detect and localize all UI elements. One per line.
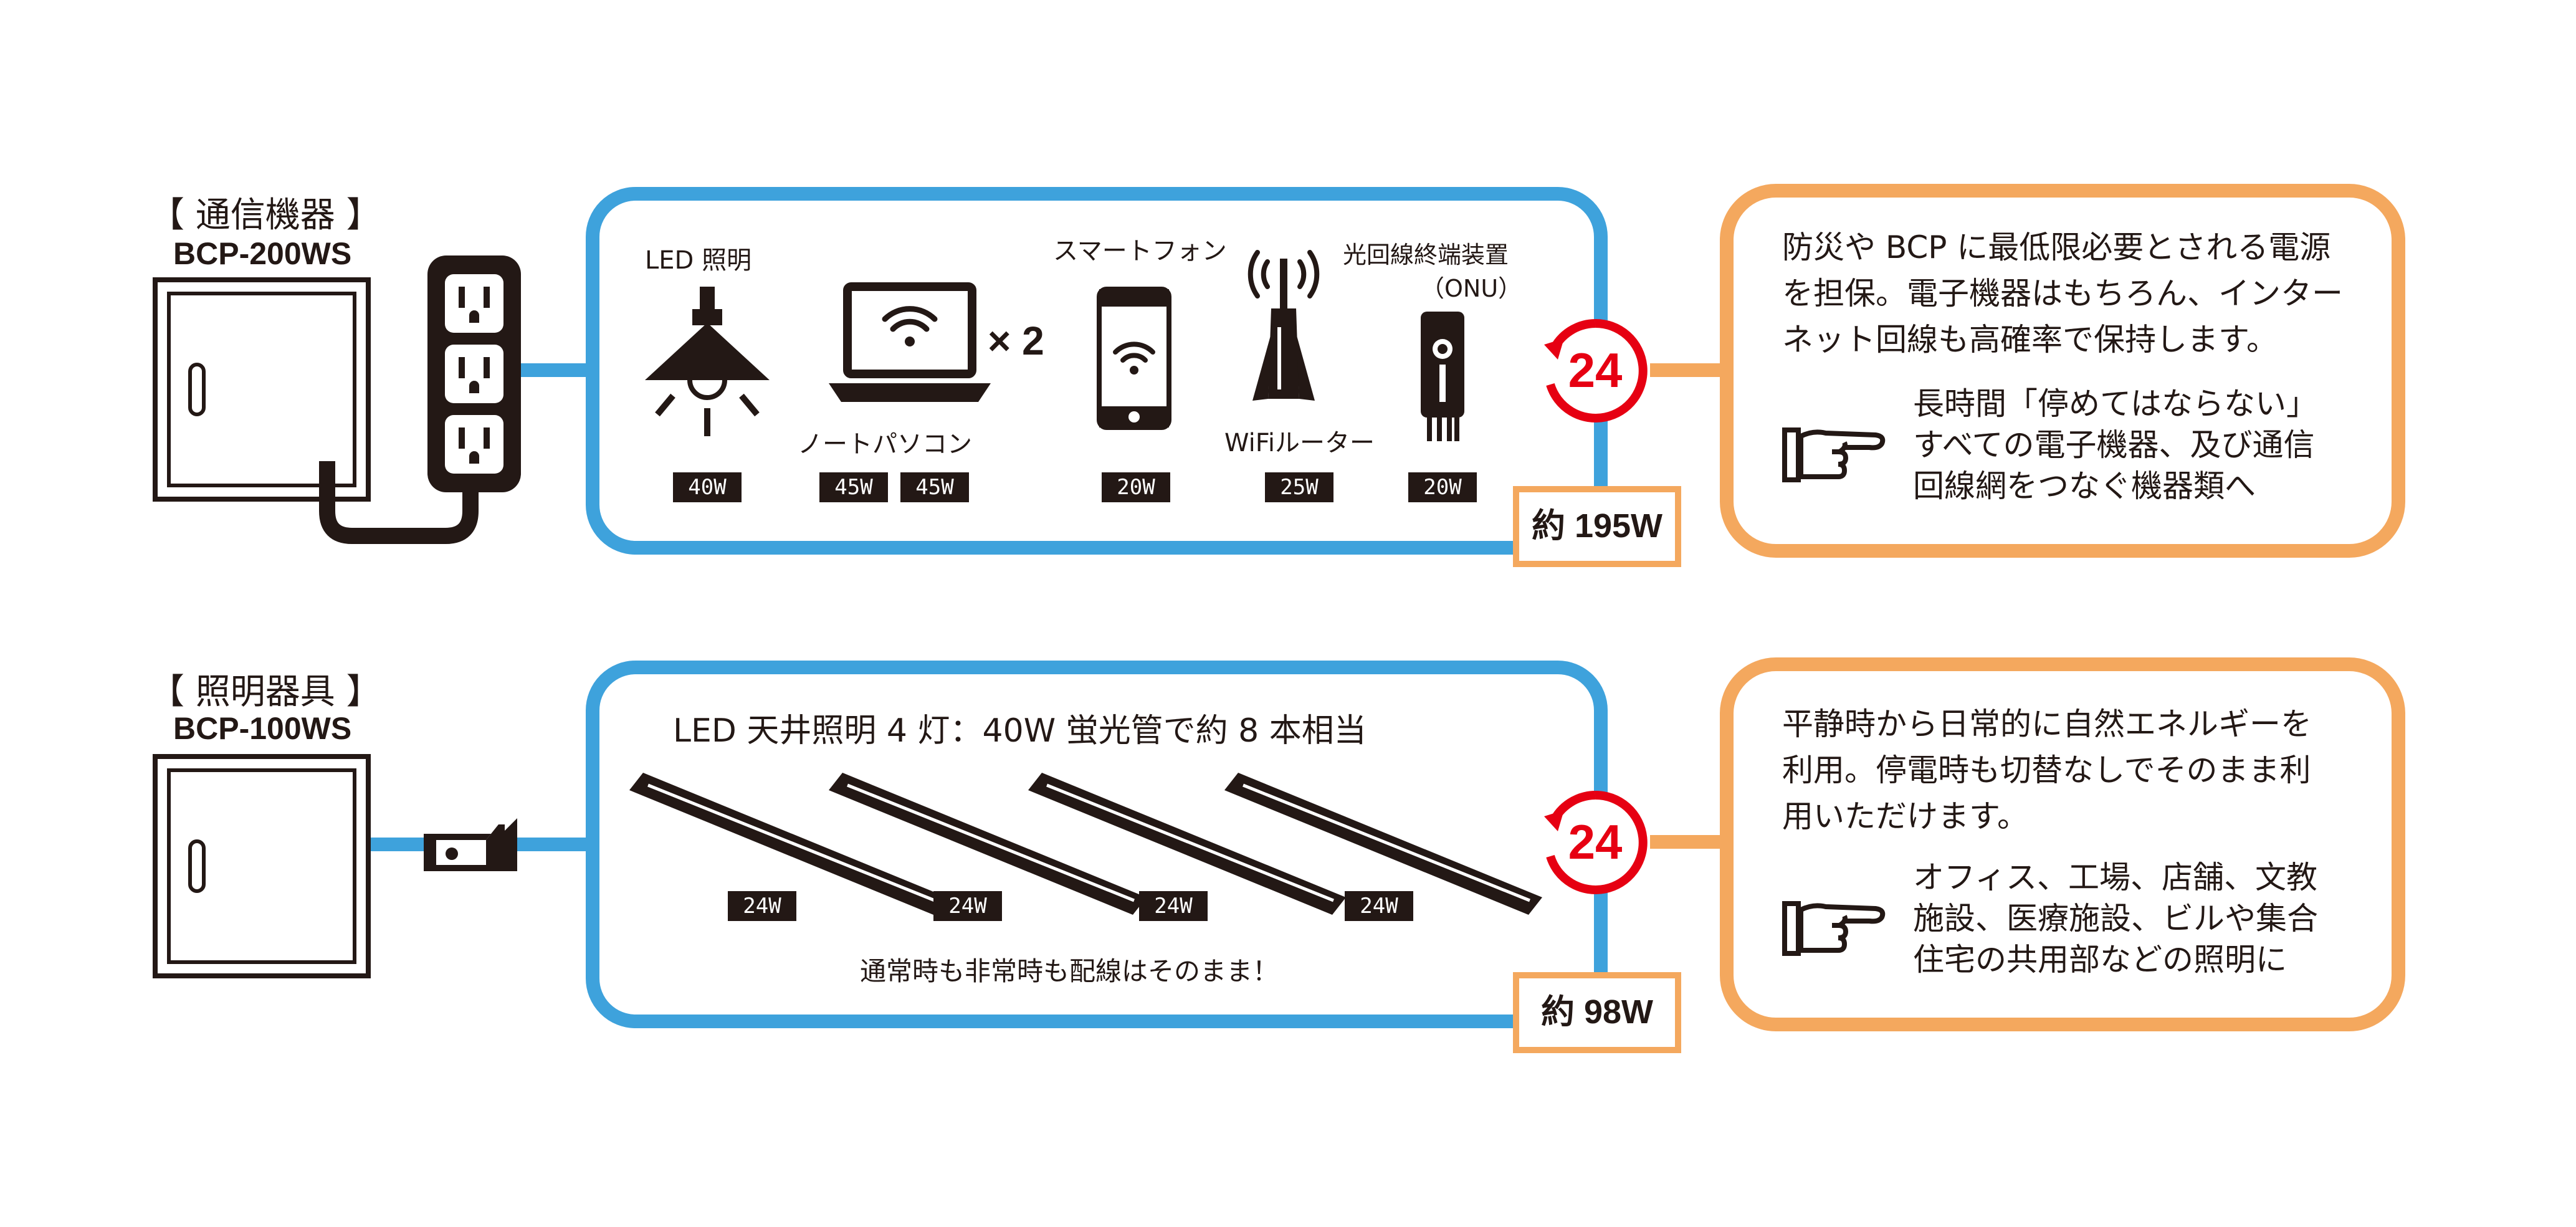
watt-badge: 45W bbox=[900, 472, 969, 502]
onu-icon bbox=[1421, 312, 1464, 441]
note-line: 施設、医療施設、ビルや集合 bbox=[1913, 900, 2318, 937]
row1-category: 【 通信機器 】 bbox=[150, 195, 381, 236]
watt-badge: 24W bbox=[933, 891, 1002, 921]
wifi-router-icon bbox=[1247, 250, 1320, 401]
watt-badge: 40W bbox=[673, 472, 742, 502]
description-line: を担保。電子機器はもちろん、インター bbox=[1782, 275, 2343, 312]
24-hour-icon: 24 bbox=[1544, 318, 1648, 423]
description-line: 用いただけます。 bbox=[1782, 798, 2028, 834]
connector-line bbox=[1650, 363, 1731, 377]
row2-model: BCP-100WS bbox=[173, 711, 352, 746]
note-line: すべての電子機器、及び通信 bbox=[1913, 427, 2315, 463]
watt-badge: 24W bbox=[1139, 891, 1208, 921]
badge-number: 24 bbox=[1568, 343, 1623, 398]
note-line: 長時間「停めてはならない」 bbox=[1913, 386, 2317, 422]
device-label: スマートフォン bbox=[1053, 237, 1227, 265]
badge-number: 24 bbox=[1568, 814, 1623, 869]
watt-badge: 25W bbox=[1265, 472, 1333, 502]
battery-cabinet-icon bbox=[153, 277, 371, 502]
description-panel bbox=[1720, 657, 2405, 1031]
row1-model: BCP-200WS bbox=[173, 236, 352, 271]
ceiling-light-icon bbox=[1224, 773, 1542, 915]
smartphone-icon bbox=[1097, 287, 1171, 430]
multiplier: × 2 bbox=[988, 318, 1044, 363]
description-line: ネット回線も高確率で保持します。 bbox=[1782, 322, 2278, 358]
device-label: ノートパソコン bbox=[798, 430, 972, 459]
bulb-icon bbox=[645, 287, 770, 436]
watt-badge: 24W bbox=[1345, 891, 1413, 921]
laptop-icon bbox=[829, 282, 991, 402]
24-hour-icon: 24 bbox=[1544, 790, 1648, 894]
ceiling-light-icon bbox=[829, 773, 1147, 915]
ceiling-light-icon bbox=[1028, 773, 1346, 915]
battery-cabinet-icon bbox=[153, 754, 371, 978]
pointing-hand-icon bbox=[1782, 427, 1886, 482]
total-watts: 約 195W bbox=[1513, 486, 1681, 567]
device-label: WiFiルーター bbox=[1224, 429, 1375, 457]
ceiling-light-icon bbox=[629, 773, 947, 915]
description-line: 平静時から日常的に自然エネルギーを bbox=[1782, 706, 2312, 742]
lighting-heading: LED 天井照明 4 灯：40W 蛍光管で約 8 本相当 bbox=[673, 712, 1367, 750]
device-label: 光回線終端装置 bbox=[1343, 241, 1509, 269]
rocker-switch-icon bbox=[424, 818, 517, 871]
connector-line bbox=[1650, 835, 1731, 849]
pointing-hand-icon bbox=[1782, 901, 1886, 956]
note-line: 回線網をつなぐ機器類へ bbox=[1913, 468, 2256, 504]
row2-category: 【 照明器具 】 bbox=[150, 672, 381, 712]
watt-badge: 45W bbox=[819, 472, 888, 502]
power-strip-icon bbox=[427, 255, 521, 492]
watt-badge: 20W bbox=[1408, 472, 1477, 502]
watt-badge: 24W bbox=[728, 891, 796, 921]
power-cord bbox=[319, 461, 479, 544]
description-line: 防災や BCP に最低限必要とされる電源 bbox=[1782, 229, 2331, 265]
wiring-caption: 通常時も非常時も配線はそのまま！ bbox=[860, 956, 1279, 986]
note-line: 住宅の共用部などの照明に bbox=[1913, 942, 2287, 978]
device-label: LED 照明 bbox=[645, 246, 752, 275]
total-watts: 約 98W bbox=[1513, 972, 1681, 1053]
watt-badge: 20W bbox=[1102, 472, 1170, 502]
lighting-panel bbox=[586, 661, 1608, 1028]
device-sublabel: （ONU） bbox=[1421, 275, 1522, 302]
connector-line bbox=[521, 363, 596, 377]
description-panel bbox=[1720, 184, 2405, 558]
description-line: 利用。停電時も切替なしでそのまま利 bbox=[1782, 752, 2311, 788]
note-line: オフィス、工場、店舗、文教 bbox=[1913, 859, 2317, 895]
